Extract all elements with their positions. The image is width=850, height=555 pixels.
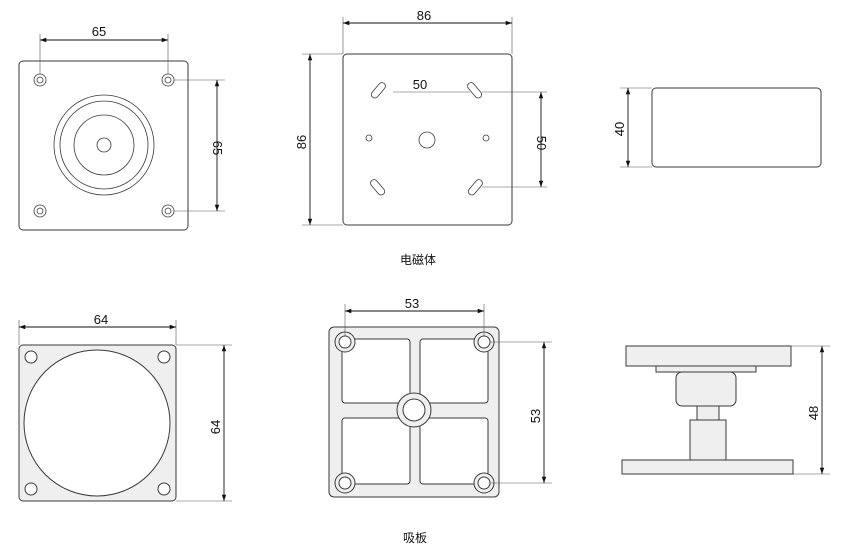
dimension-label: 65: [210, 141, 225, 155]
dimension-label: 50: [534, 136, 549, 150]
dimension-label: 64: [94, 312, 108, 327]
dimension-label: 53: [405, 296, 419, 311]
dimension-label: 53: [528, 409, 543, 423]
magnet-side-view: 40: [612, 87, 822, 168]
magnet-front-view: 65 65: [18, 24, 225, 231]
plate-back-view: 53 53: [328, 296, 552, 498]
plate-front-view: 64 64: [18, 312, 232, 502]
dimension-label: 40: [612, 122, 627, 136]
dimension-label: 48: [806, 406, 821, 420]
dimension-label: 65: [92, 24, 106, 39]
dimension-label: 86: [294, 135, 309, 149]
plate-side-view: 48: [621, 345, 830, 475]
caption-electromagnet: 电磁体: [400, 252, 436, 267]
caption-armature-plate: 吸板: [403, 531, 427, 545]
magnet-mounting-plate-view: 86 86 50 50: [294, 8, 549, 226]
dimension-label: 86: [417, 8, 431, 23]
dimension-label: 64: [208, 420, 223, 434]
dimension-label: 50: [413, 77, 427, 92]
